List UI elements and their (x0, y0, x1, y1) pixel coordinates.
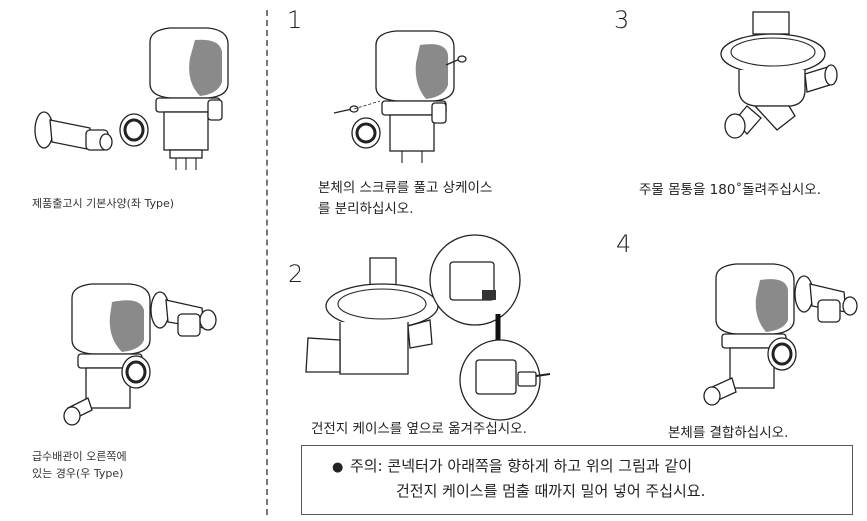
step-3-illustration (720, 11, 838, 139)
left-caption-top: 제품출고시 기본사양(좌 Type) (32, 197, 175, 210)
step-4-illustration (703, 263, 858, 406)
step-2-illustration (305, 234, 551, 421)
valve-right-type-illustration (63, 283, 217, 426)
note-line-1: 주의: 콘넥터가 아래쪽을 향하게 하고 위의 그림과 같이 (350, 457, 693, 475)
panel-divider (266, 10, 268, 515)
step-1-caption-1: 본체의 스크류를 풀고 상케이스 (318, 180, 493, 196)
step-4-number: 4 (616, 230, 632, 258)
step-3-number: 3 (614, 6, 630, 34)
note-line-2: 건전지 케이스를 멈출 때까지 밀어 넣어 주십시요. (396, 482, 706, 500)
step-1-caption-2: 를 분리하십시오. (318, 201, 414, 217)
caution-note-box: ● 주의: 콘넥터가 아래쪽을 향하게 하고 위의 그림과 같이 건전지 케이스… (301, 445, 853, 515)
step-4-caption: 본체를 결합하십시오. (668, 425, 789, 441)
step-2-number: 2 (288, 260, 304, 288)
step-1-number: 1 (287, 6, 303, 34)
left-caption-bottom-2: 있는 경우(우 Type) (32, 467, 124, 480)
step-3-caption: 주물 몸통을 180˚돌려주십시오. (639, 182, 822, 198)
step-2-caption: 건전지 케이스를 옆으로 옮겨주십시오. (311, 421, 527, 437)
note-bullet: ● (332, 460, 344, 475)
step-1-illustration (333, 30, 467, 163)
valve-left-type-illustration (34, 27, 229, 170)
left-caption-bottom-1: 급수배관이 오른쪽에 (32, 450, 127, 463)
